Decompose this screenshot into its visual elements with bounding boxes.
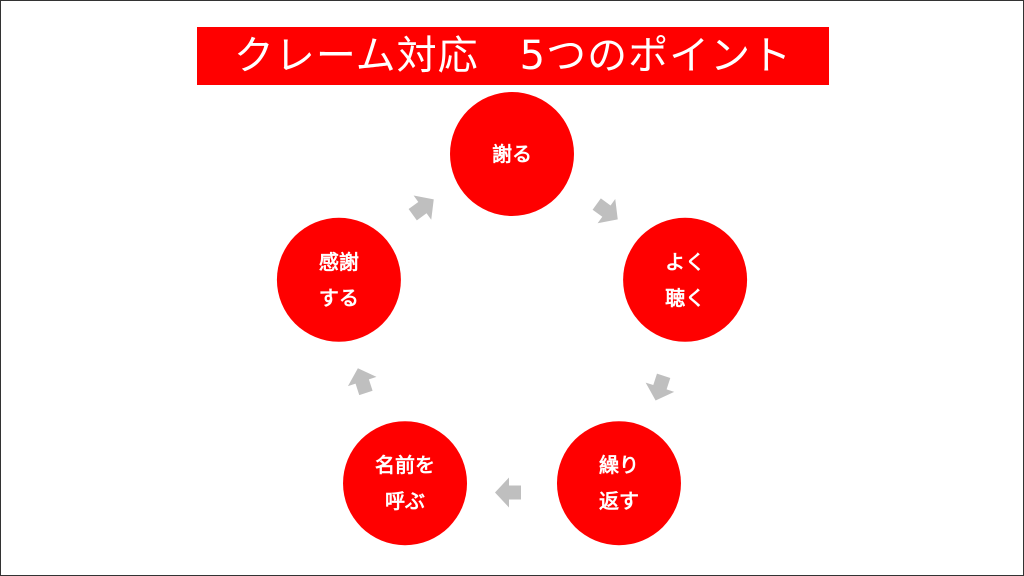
step-circle <box>343 421 468 546</box>
step-circle <box>276 217 401 342</box>
step-circle <box>623 217 748 342</box>
step-label: する <box>319 286 359 310</box>
step-1: 謝る <box>450 92 574 216</box>
step-circle <box>556 421 681 546</box>
step-label: よく <box>665 250 705 274</box>
step-label: 聴く <box>665 286 705 310</box>
arrow-icon <box>347 368 377 396</box>
step-label: 呼ぶ <box>385 489 425 513</box>
slide-title: クレーム対応 5つのポイント <box>197 27 829 85</box>
arrow-icon <box>645 373 675 401</box>
step-label: 名前を <box>375 453 435 477</box>
step-label: 返す <box>599 489 639 513</box>
step-label: 謝る <box>492 142 532 166</box>
step-label: 繰り <box>599 453 639 477</box>
arrow-icon <box>408 195 434 221</box>
arrow-icon <box>592 198 618 224</box>
step-label: 感謝 <box>319 250 359 274</box>
arrow-icon <box>495 477 521 508</box>
step-circle <box>450 92 574 216</box>
